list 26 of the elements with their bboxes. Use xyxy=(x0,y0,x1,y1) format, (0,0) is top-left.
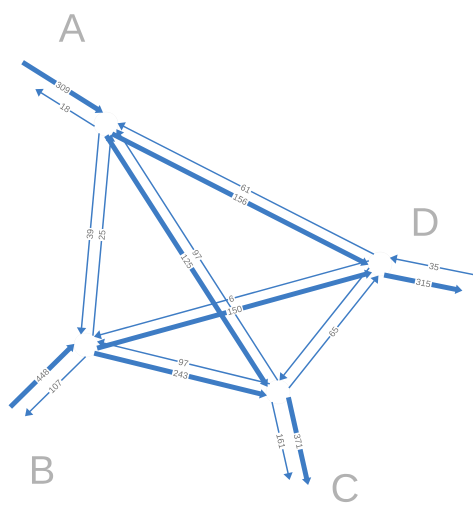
edge-label: 35 xyxy=(429,262,439,270)
edge-label: 65 xyxy=(329,326,338,336)
edge-label: 150 xyxy=(228,306,242,316)
edge-label: 39 xyxy=(86,229,94,239)
edge-label: 107 xyxy=(49,379,61,394)
edge-label: 125 xyxy=(180,254,194,268)
edge-label: 309 xyxy=(56,82,70,94)
edge-label: 315 xyxy=(416,278,431,288)
node-letter: C xyxy=(332,474,358,502)
edge-label: 97 xyxy=(192,250,202,258)
flow-arrow xyxy=(280,268,370,380)
node-letter: B xyxy=(32,456,54,484)
flow-arrow xyxy=(288,276,378,388)
edge-label: 371 xyxy=(294,434,303,449)
edge-label: 18 xyxy=(60,104,70,112)
edge-label: 448 xyxy=(36,368,49,382)
edge-label: 25 xyxy=(98,230,106,240)
edge-label: 161 xyxy=(276,434,286,449)
edge-label: 243 xyxy=(173,370,188,379)
edge-label: 61 xyxy=(241,184,250,194)
edge-label: 6 xyxy=(229,296,234,302)
flow-arrow xyxy=(25,356,86,416)
node-letter: D xyxy=(414,208,438,236)
edge-label: 156 xyxy=(232,194,248,205)
node-letter: A xyxy=(58,14,86,42)
edge-label: 97 xyxy=(178,358,189,366)
